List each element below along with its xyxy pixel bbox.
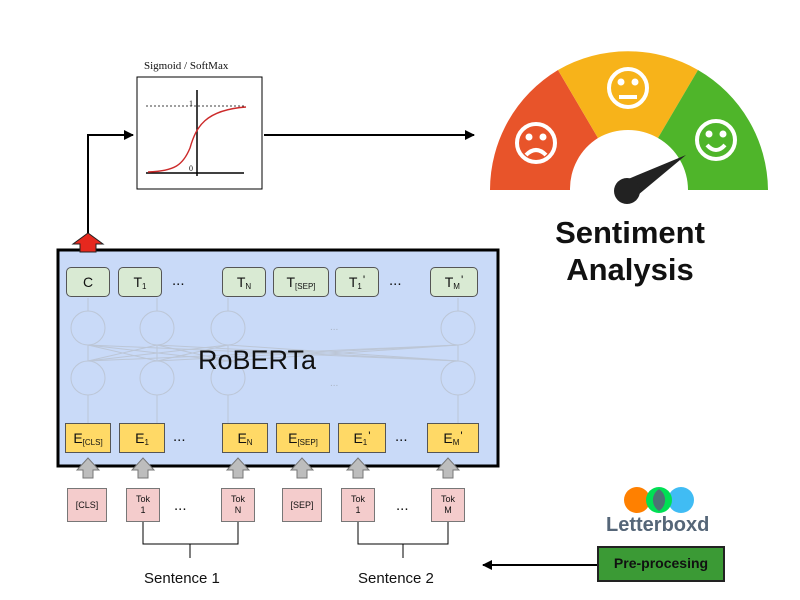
- output-token-prime: ': [362, 273, 366, 287]
- output-token-sub: [SEP]: [295, 281, 316, 291]
- cls-output-arrow: [71, 232, 105, 253]
- input-token-tok1-prime: Tok 1: [341, 488, 375, 522]
- sigmoid-plot: [136, 76, 263, 190]
- hidden-ellipsis: ...: [330, 378, 339, 389]
- letterboxd-logo-text: Letterboxd: [606, 514, 710, 536]
- output-token-c: C: [66, 267, 110, 297]
- input-token-cls: [CLS]: [67, 488, 107, 522]
- input-token-tokn: Tok N: [221, 488, 255, 522]
- input-token-tokm-prime: Tok M: [431, 488, 465, 522]
- output-token-main: T: [133, 274, 143, 290]
- input-token-sep: [SEP]: [282, 488, 322, 522]
- input-token-tok1: Tok 1: [126, 488, 160, 522]
- embedding-main: E: [237, 430, 247, 446]
- ellipsis: ...: [396, 497, 409, 514]
- sad-face-icon: [515, 122, 557, 164]
- sentence2-label: Sentence 2: [358, 570, 434, 587]
- embedding-sub: 1: [144, 437, 149, 447]
- embedding-main: E: [288, 430, 298, 446]
- gauge-green-segment: [658, 70, 768, 190]
- sentence2-bracket: [357, 522, 449, 558]
- embedding-esep: E[SEP]: [276, 423, 330, 453]
- activation-one-label: 1: [189, 99, 193, 108]
- output-token-prime: ': [460, 273, 464, 287]
- sentiment-title-line1: Sentiment: [555, 215, 705, 250]
- gauge-needle: [614, 155, 686, 204]
- gauge-red-segment: [490, 70, 598, 190]
- ellipsis: ...: [395, 428, 408, 445]
- embedding-sub: 1: [362, 437, 368, 447]
- output-token-main: T: [444, 274, 454, 290]
- ellipsis: ...: [172, 272, 185, 289]
- output-token-sub: N: [245, 281, 252, 291]
- hidden-network: [70, 298, 476, 423]
- sentence1-label: Sentence 1: [144, 570, 220, 587]
- hidden-ellipsis: ...: [330, 322, 339, 333]
- output-token-main: T: [236, 274, 246, 290]
- embedding-prime: ': [368, 429, 371, 443]
- preprocess-label: Pre-procesing: [613, 555, 709, 571]
- embedding-main: E: [353, 430, 363, 446]
- activation-title: Sigmoid / SoftMax: [144, 60, 229, 72]
- activation-zero-label: 0: [189, 164, 193, 173]
- happy-face-icon: [695, 119, 737, 161]
- embedding-sub: N: [246, 437, 253, 447]
- ellipsis: ...: [173, 428, 186, 445]
- cls-to-sigmoid-arrow: [87, 130, 134, 233]
- ellipsis: ...: [174, 497, 187, 514]
- output-token-tsep: T[SEP]: [273, 267, 329, 297]
- gauge-yellow-segment: [558, 51, 698, 138]
- sentence1-bracket: [142, 522, 239, 558]
- embedding-main: E: [135, 430, 145, 446]
- embedding-main: E: [443, 430, 453, 446]
- sentiment-title: Sentiment Analysis: [520, 214, 740, 288]
- embedding-main: E: [73, 430, 83, 446]
- output-token-main: T: [348, 274, 358, 290]
- roberta-label: RoBERTa: [198, 345, 317, 375]
- ellipsis: ...: [389, 272, 402, 289]
- sentiment-title-line2: Analysis: [566, 252, 694, 287]
- preprocess-box: [597, 546, 725, 582]
- sentiment-gauge: [490, 51, 768, 204]
- embedding-prime: ': [460, 429, 463, 443]
- letterboxd-logo: [624, 487, 694, 513]
- output-token-main: C: [82, 274, 94, 290]
- neutral-face-icon: [607, 67, 649, 109]
- output-token-sub: M: [453, 281, 460, 291]
- embedding-sub: [CLS]: [82, 437, 103, 447]
- input-arrows: [75, 457, 461, 479]
- embedding-sub: M: [452, 437, 460, 447]
- embedding-e-cls: E[CLS]: [65, 423, 111, 453]
- output-token-sub: 1: [357, 281, 362, 291]
- output-token-main: T: [286, 274, 296, 290]
- output-token-sub: 1: [142, 281, 147, 291]
- embedding-sub: [SEP]: [297, 437, 318, 447]
